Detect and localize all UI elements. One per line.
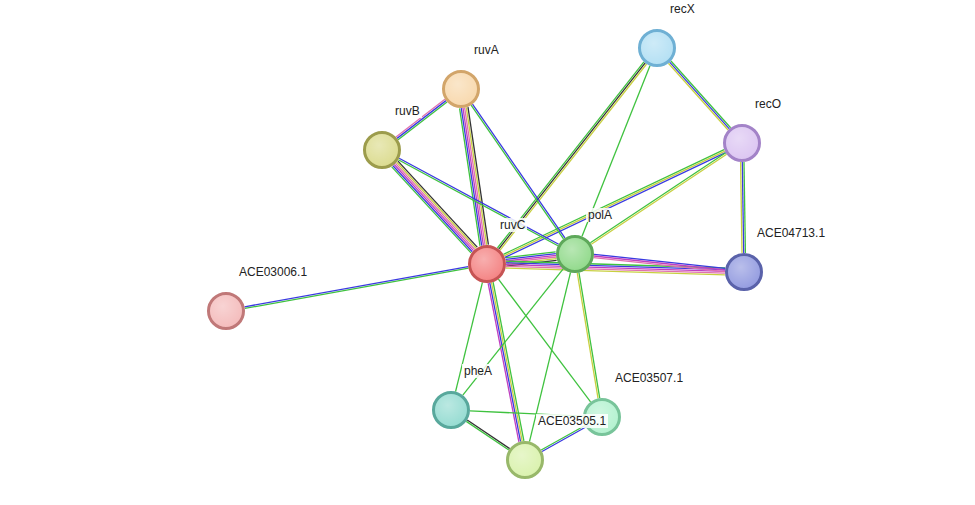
- interaction-edge: [488, 282, 524, 442]
- evidence-line: [504, 151, 725, 256]
- node-label: ACE03505.1: [536, 414, 608, 428]
- evidence-line: [490, 283, 521, 442]
- protein-node: ACE03006.1: [207, 292, 245, 330]
- evidence-line: [503, 150, 724, 255]
- evidence-line: [491, 282, 522, 441]
- evidence-line: [466, 421, 509, 450]
- evidence-line: [591, 154, 726, 244]
- evidence-line: [594, 256, 725, 270]
- protein-node: recX: [638, 29, 676, 67]
- evidence-line: [744, 162, 745, 253]
- evidence-line: [493, 282, 524, 441]
- node-label: recO: [753, 97, 783, 111]
- node-label: ACE03507.1: [613, 371, 685, 385]
- evidence-line: [741, 162, 742, 253]
- interaction-edge: [503, 150, 725, 258]
- interaction-edge: [741, 162, 746, 253]
- evidence-line: [397, 162, 476, 248]
- node-circle: [432, 391, 470, 429]
- evidence-line: [473, 104, 565, 238]
- evidence-line: [497, 62, 643, 248]
- node-label: ruvB: [393, 104, 422, 118]
- node-label: recX: [668, 2, 697, 16]
- protein-node: polA: [556, 235, 594, 273]
- node-circle: [723, 124, 761, 162]
- evidence-line: [392, 167, 471, 253]
- node-circle: [506, 441, 544, 479]
- node-circle: [638, 29, 676, 67]
- interaction-edge: [392, 161, 478, 253]
- interaction-edge: [466, 420, 509, 450]
- interaction-edge: [577, 273, 599, 399]
- interaction-edge: [463, 269, 563, 395]
- node-label: ruvC: [498, 218, 527, 232]
- evidence-line: [463, 108, 483, 245]
- evidence-line: [395, 163, 474, 249]
- evidence-line: [471, 105, 563, 239]
- interaction-edge: [582, 66, 650, 237]
- evidence-line: [488, 283, 519, 442]
- evidence-line: [506, 268, 725, 275]
- protein-node: ACE03505.1: [506, 441, 544, 479]
- node-circle: [725, 253, 763, 291]
- node-circle: [207, 292, 245, 330]
- evidence-line: [668, 63, 728, 130]
- evidence-line: [541, 426, 585, 450]
- interaction-edge: [668, 61, 730, 130]
- protein-node: recO: [723, 124, 761, 162]
- interaction-edge: [460, 107, 489, 246]
- evidence-line: [399, 158, 559, 244]
- evidence-line: [579, 273, 600, 399]
- node-circle: [363, 131, 401, 169]
- evidence-line: [742, 162, 743, 253]
- protein-node: ACE04713.1: [725, 253, 763, 291]
- node-label: ACE04713.1: [755, 226, 827, 240]
- evidence-line: [467, 420, 510, 449]
- evidence-line: [505, 153, 726, 258]
- evidence-line: [670, 62, 730, 129]
- evidence-line: [590, 153, 725, 243]
- protein-node: ruvC: [468, 245, 506, 283]
- evidence-line: [582, 66, 650, 237]
- interaction-edge: [398, 158, 558, 245]
- node-circle: [442, 70, 480, 108]
- node-label: pheA: [462, 364, 494, 378]
- evidence-line: [468, 107, 488, 244]
- evidence-line: [506, 266, 725, 273]
- interaction-edge: [594, 254, 726, 271]
- node-label: ACE03006.1: [237, 265, 309, 279]
- evidence-line: [398, 160, 558, 246]
- interaction-edge: [541, 426, 586, 452]
- evidence-line: [577, 273, 598, 399]
- interaction-edge: [590, 153, 726, 244]
- evidence-line: [594, 258, 725, 272]
- evidence-line: [594, 254, 725, 268]
- evidence-line: [466, 107, 486, 244]
- node-label: polA: [586, 208, 614, 222]
- protein-node: pheA: [432, 391, 470, 429]
- evidence-line: [465, 108, 485, 245]
- evidence-line: [671, 61, 731, 128]
- node-circle: [468, 245, 506, 283]
- protein-node: ruvA: [442, 70, 480, 108]
- node-label: ruvA: [472, 43, 501, 57]
- interaction-edge: [471, 104, 565, 239]
- evidence-line: [463, 269, 563, 395]
- node-circle: [556, 235, 594, 273]
- evidence-line: [542, 427, 586, 451]
- protein-node: ruvB: [363, 131, 401, 169]
- evidence-line: [398, 161, 477, 247]
